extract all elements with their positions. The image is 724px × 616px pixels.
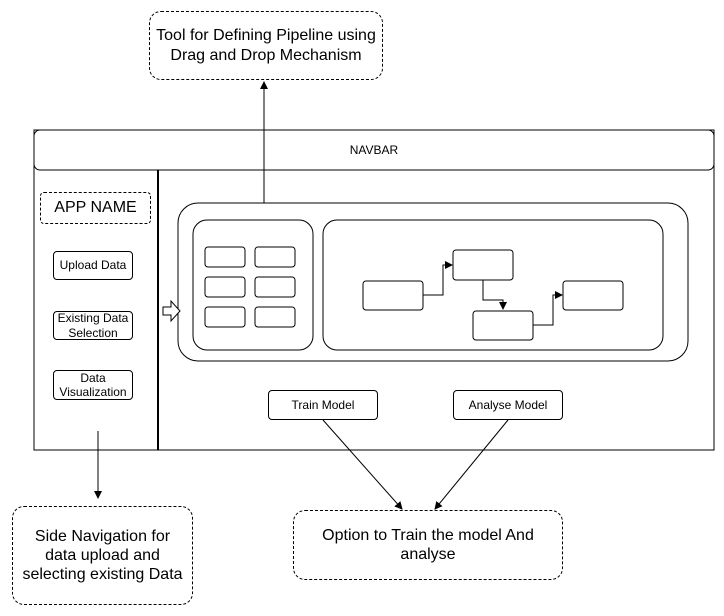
sidebar-item-data-visualization[interactable]: Data Visualization	[53, 370, 133, 400]
pipeline-connector	[533, 291, 563, 326]
pipeline-node[interactable]	[452, 249, 514, 281]
pipeline-node[interactable]	[562, 280, 624, 311]
pipeline-canvas	[322, 219, 664, 351]
drag-arrow-icon	[162, 299, 181, 323]
palette-item[interactable]	[204, 276, 246, 298]
app-name: APP NAME	[40, 192, 151, 224]
palette-item[interactable]	[254, 306, 296, 328]
sidebar-item-upload-data[interactable]: Upload Data	[53, 251, 133, 280]
analyse-model-button[interactable]: Analyse Model	[453, 390, 563, 420]
pipeline-connector	[482, 280, 507, 310]
sidebar-item-existing-data[interactable]: Existing Data Selection	[53, 311, 133, 340]
arrow-analyse-to-callout	[434, 419, 509, 510]
pipeline-node[interactable]	[362, 280, 424, 311]
train-model-button[interactable]: Train Model	[268, 390, 378, 420]
arrow-train-to-callout	[322, 419, 403, 510]
pipeline-node[interactable]	[472, 310, 534, 341]
navbar	[33, 129, 715, 171]
top-callout: Tool for Defining Pipeline using Drag an…	[149, 11, 383, 80]
palette-item[interactable]	[204, 246, 246, 268]
bottom-left-callout: Side Navigation for data upload and sele…	[12, 506, 193, 605]
palette-item[interactable]	[254, 246, 296, 268]
palette-item[interactable]	[254, 276, 296, 298]
pipeline-connector	[423, 261, 453, 296]
palette-item[interactable]	[204, 306, 246, 328]
navbar-label: NAVBAR	[349, 142, 399, 157]
bottom-center-callout: Option to Train the model And analyse	[293, 510, 563, 580]
